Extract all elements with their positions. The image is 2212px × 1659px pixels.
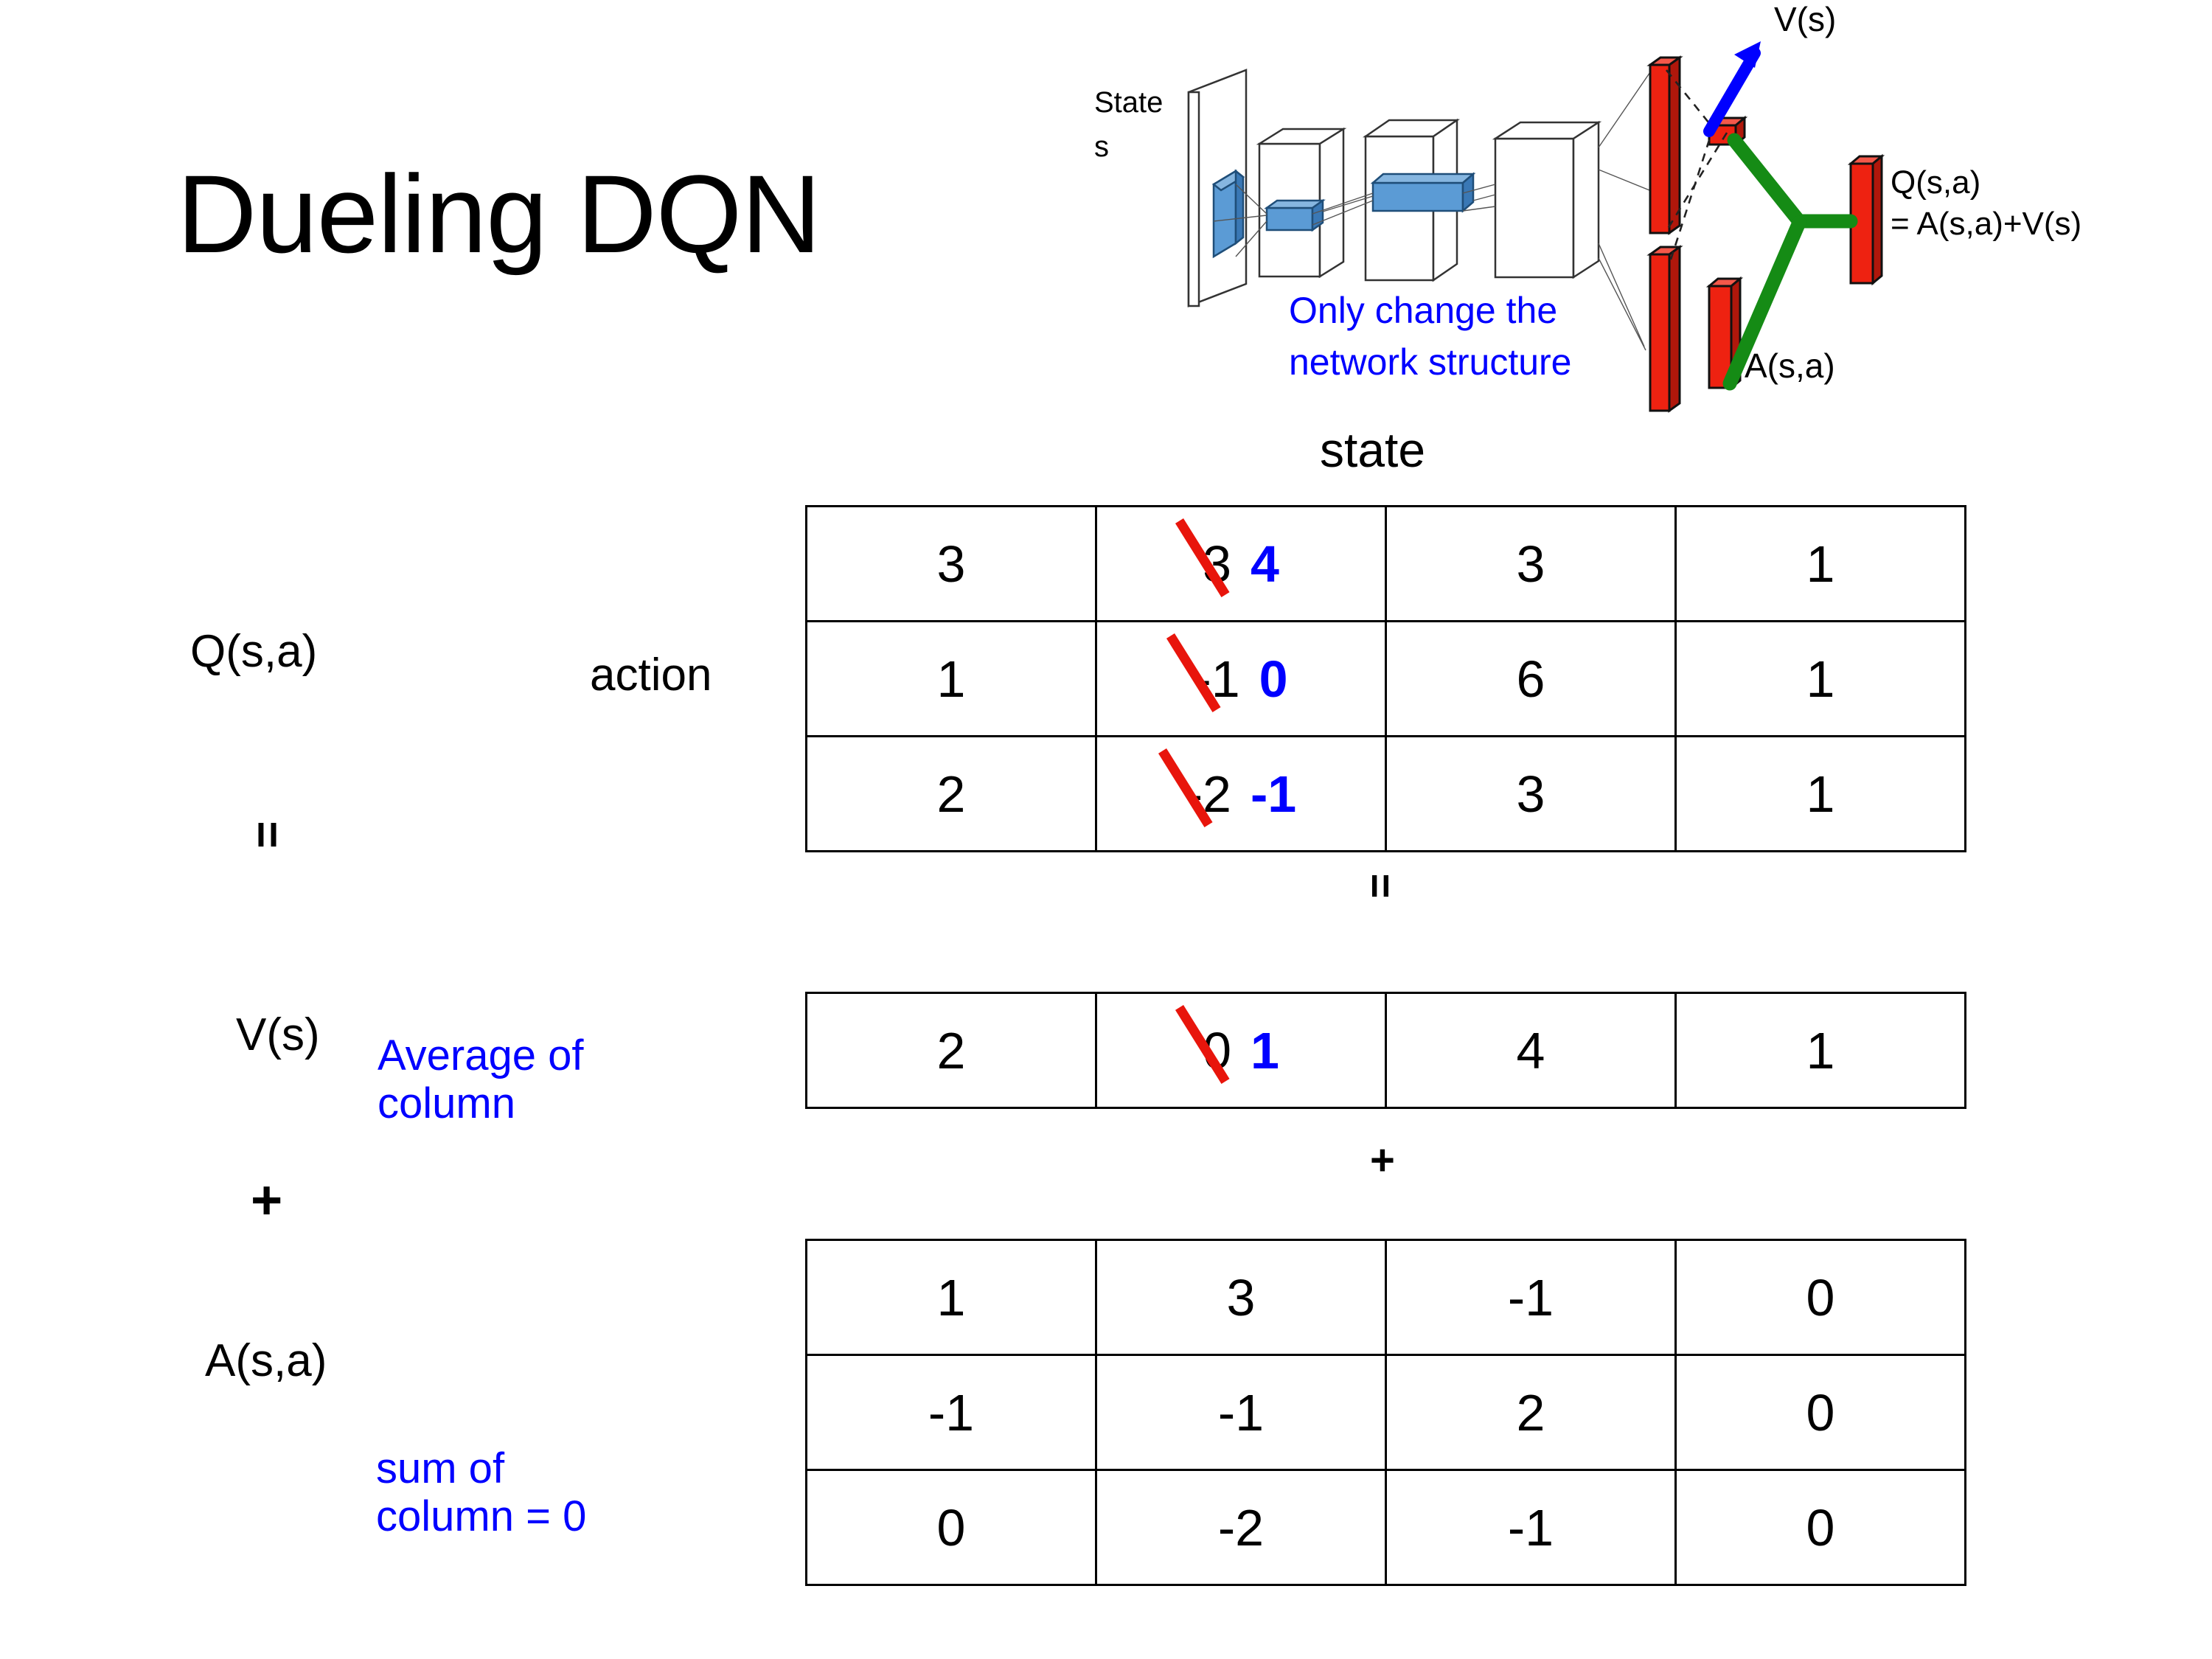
state-axis-label: state xyxy=(1320,422,1426,477)
table-cell: 2 xyxy=(1385,1354,1677,1471)
table-cell: -1 xyxy=(1095,1354,1387,1471)
corrected-new-value: 0 xyxy=(1259,650,1288,708)
table-cell: 0 xyxy=(1674,1354,1966,1471)
figure-q-label-line2: = A(s,a)+V(s) xyxy=(1891,206,2081,242)
conv-slab-3-icon xyxy=(1370,172,1476,213)
value-output-arrow-icon xyxy=(1703,41,1761,137)
figure-value-label: V(s) xyxy=(1774,0,1836,38)
edited-value-group: -2 -1 xyxy=(1186,765,1297,824)
average-note-line2: column xyxy=(378,1079,515,1127)
table-cell-edited: -1 0 xyxy=(1095,620,1387,737)
table-cell: 3 xyxy=(1385,505,1677,622)
combine-links-icon xyxy=(1722,133,1858,391)
struck-old-value: 0 xyxy=(1203,1021,1231,1079)
table-cell-edited: -2 -1 xyxy=(1095,735,1387,852)
table-cell: 1 xyxy=(1674,992,1966,1109)
plus-symbol-center: + xyxy=(1370,1136,1395,1184)
table-cell: 3 xyxy=(1095,1239,1387,1356)
table-cell: 1 xyxy=(1674,620,1966,737)
conv-block-4-icon xyxy=(1492,120,1602,279)
value-dashed-links xyxy=(1665,69,1728,260)
table-cell: 3 xyxy=(805,505,1097,622)
table-cell: -1 xyxy=(1385,1469,1677,1586)
plus-symbol-left: + xyxy=(251,1169,283,1231)
action-axis-label: action xyxy=(590,650,712,700)
edited-value-group: -1 0 xyxy=(1194,650,1287,709)
layer-connections xyxy=(1213,69,1654,351)
sum-note-line2: column = 0 xyxy=(376,1492,587,1540)
table-cell: 3 xyxy=(1385,735,1677,852)
page-title: Dueling DQN xyxy=(177,152,821,276)
conv-slab-2-icon xyxy=(1264,198,1326,232)
value-stream-bar-icon xyxy=(1646,55,1683,235)
table-cell: 0 xyxy=(1674,1469,1966,1586)
struck-old-value: 3 xyxy=(1203,535,1231,593)
struck-old-value: -2 xyxy=(1185,765,1231,823)
table-cell: 2 xyxy=(805,735,1097,852)
figure-state-label: State xyxy=(1094,86,1163,119)
figure-advantage-label: A(s,a) xyxy=(1745,347,1835,385)
table-cell: -2 xyxy=(1095,1469,1387,1586)
table-cell: 0 xyxy=(1674,1239,1966,1356)
corrected-new-value: -1 xyxy=(1251,765,1297,823)
table-cell: 4 xyxy=(1385,992,1677,1109)
table-cell: 6 xyxy=(1385,620,1677,737)
equals-symbol-left: = xyxy=(241,821,295,849)
table-cell: 0 xyxy=(805,1469,1097,1586)
a-table-label: A(s,a) xyxy=(205,1335,327,1386)
figure-note-line2: network structure xyxy=(1289,341,1571,383)
table-cell: 1 xyxy=(805,620,1097,737)
dueling-network-diagram: State s V(s) A(s,a) Q(s,a) = A(s,a)+V(s)… xyxy=(1091,0,2212,413)
table-cell: 1 xyxy=(1674,735,1966,852)
sum-note-line1: sum of xyxy=(376,1444,505,1492)
average-note-line1: Average of xyxy=(378,1032,584,1079)
q-output-bar-icon xyxy=(1847,153,1885,286)
figure-state-sub-label: s xyxy=(1094,131,1109,163)
sum-of-column-note: sum of column = 0 xyxy=(376,1444,587,1541)
average-of-column-note: Average of column xyxy=(378,1032,583,1128)
table-cell: 1 xyxy=(1674,505,1966,622)
table-cell: 1 xyxy=(805,1239,1097,1356)
struck-old-value: -1 xyxy=(1194,650,1240,708)
table-cell: -1 xyxy=(1385,1239,1677,1356)
v-table-label: V(s) xyxy=(236,1009,320,1060)
figure-q-label-line1: Q(s,a) xyxy=(1891,164,1980,201)
corrected-new-value: 4 xyxy=(1251,535,1279,593)
corrected-new-value: 1 xyxy=(1251,1021,1279,1079)
equals-symbol-center: = xyxy=(1356,873,1405,899)
q-table-label: Q(s,a) xyxy=(190,626,318,677)
table-cell: -1 xyxy=(805,1354,1097,1471)
figure-note-line1: Only change the xyxy=(1289,290,1557,331)
advantage-stream-bar-icon xyxy=(1646,245,1683,413)
table-cell: 2 xyxy=(805,992,1097,1109)
